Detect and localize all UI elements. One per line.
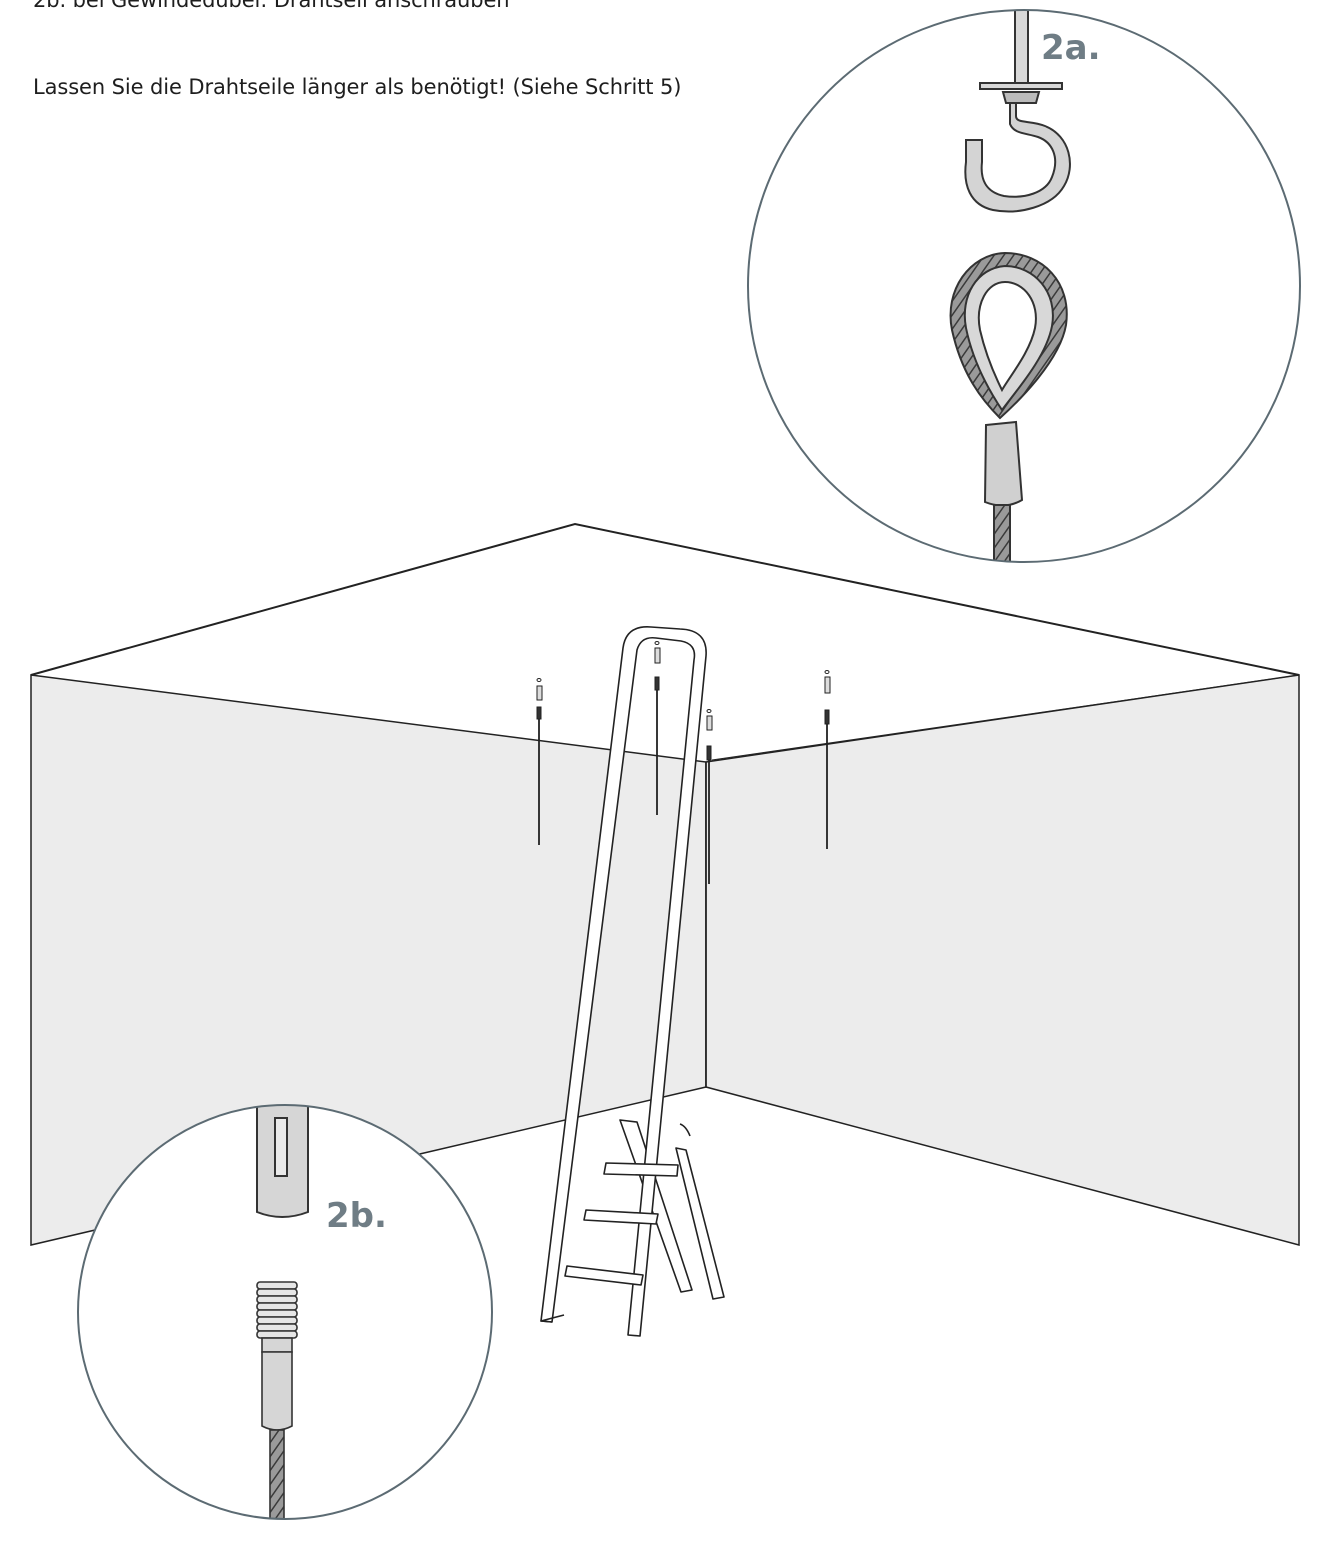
detail-2a-label: 2a. — [1041, 28, 1101, 68]
step-ladder-icon — [540, 626, 725, 1337]
cable-2 — [654, 641, 661, 815]
detail-2b-label: 2b. — [326, 1196, 387, 1236]
instruction-line-1: 2b. bei Gewindedübel: Drahtseil anschrau… — [33, 0, 510, 12]
thread-anchor-icon — [256, 1105, 309, 1218]
detail-2b: 2b. — [77, 1104, 493, 1520]
detail-2b-frame — [77, 1104, 493, 1520]
cable-4 — [824, 670, 831, 849]
wire-rope-thimble-icon — [949, 251, 1068, 562]
instruction-line-2: Lassen Sie die Drahtseile länger als ben… — [33, 75, 682, 99]
cable-3 — [706, 709, 713, 884]
right-wall — [705, 674, 1300, 1246]
cables — [536, 641, 831, 884]
detail-2a-frame — [747, 9, 1301, 563]
ceiling-hook-icon — [964, 10, 1071, 213]
ceiling-outline — [30, 522, 1300, 676]
threaded-cable-end-icon — [256, 1281, 298, 1519]
detail-2a: 2a. — [747, 9, 1301, 563]
cable-1 — [536, 678, 543, 845]
room-scene — [30, 522, 1300, 1246]
